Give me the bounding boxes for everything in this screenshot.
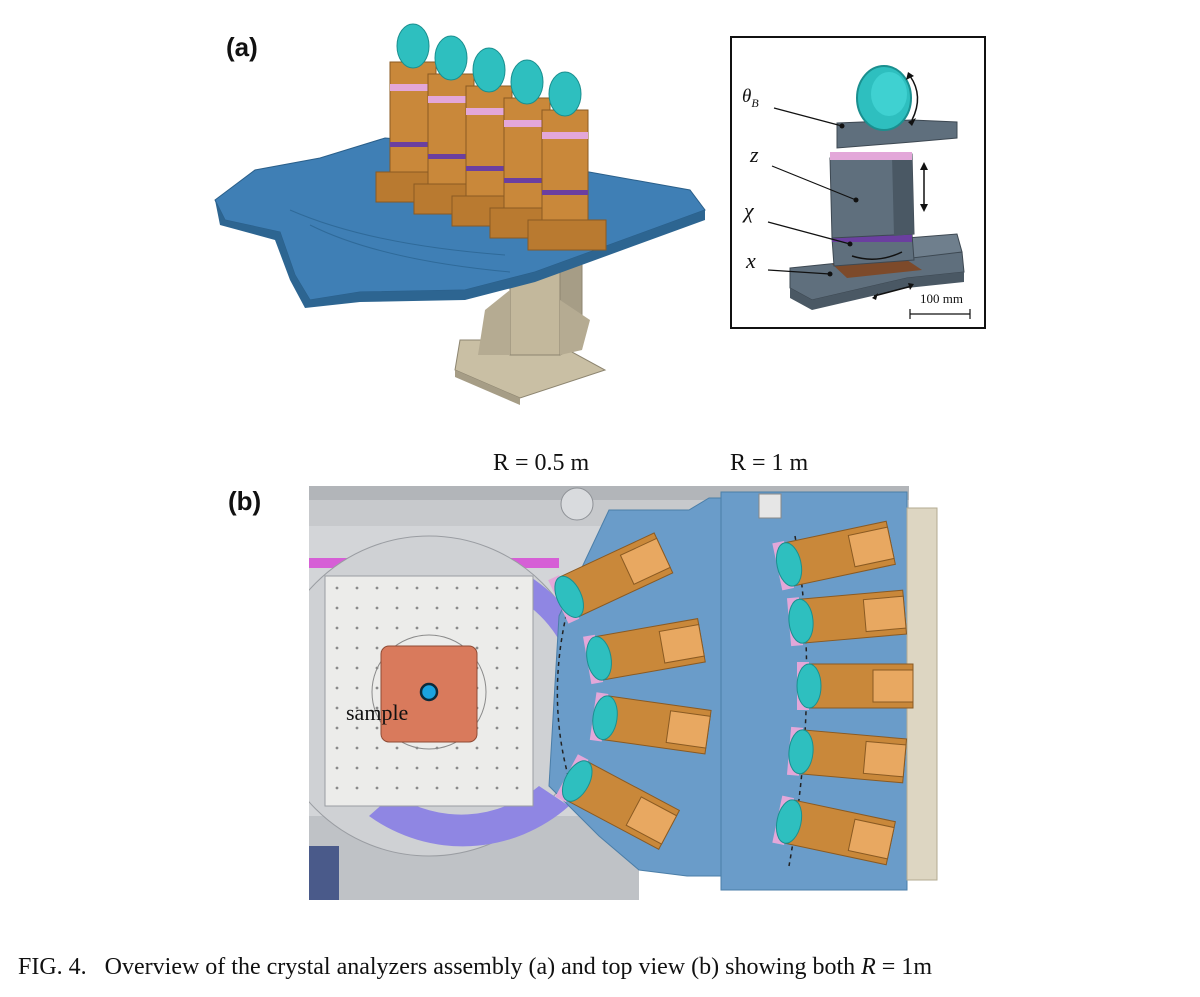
radius-half-meter-label: R = 0.5 m — [493, 450, 590, 476]
analyzer-unit-top — [786, 726, 908, 784]
caption-r-variable: R — [861, 954, 876, 980]
pedestal — [454, 237, 607, 405]
inset-analyzer-detail: θB z χ x 100 mm — [730, 36, 986, 329]
analyzer-unit-top — [796, 662, 914, 710]
caption-text: Overview of the crystal analyzers assemb… — [104, 954, 856, 980]
panel-a-label: (a) — [226, 32, 258, 62]
z-label: z — [750, 142, 759, 167]
theta-b-label: θB — [742, 86, 759, 110]
analyzer-unit-top — [583, 618, 706, 685]
caption-tail: = 1m — [875, 954, 932, 980]
chi-label: χ — [744, 198, 754, 223]
scale-bar-label: 100 mm — [920, 291, 963, 306]
figure-caption: FIG. 4. Overview of the crystal analyzer… — [18, 954, 932, 981]
x-label: x — [746, 248, 756, 273]
panel-b-label: (b) — [228, 486, 262, 516]
analyzer-unit — [527, 71, 607, 251]
analyzer-unit-top — [589, 692, 712, 755]
sample-dot — [419, 682, 439, 702]
analyzer-stack — [375, 23, 607, 251]
analyzer-unit-top — [548, 532, 674, 624]
inset-stage-render — [767, 65, 971, 319]
analyzer-unit-top — [772, 795, 896, 866]
radius-one-meter-label: R = 1 m — [730, 450, 809, 476]
analyzer-unit-top — [786, 589, 908, 647]
sample-label: sample — [346, 700, 409, 725]
analyzer-unit-top — [772, 520, 896, 591]
assembly-render — [214, 23, 706, 405]
top-view-render — [309, 486, 939, 900]
analyzer-unit-top — [555, 754, 681, 850]
caption-lead: FIG. 4. — [18, 954, 87, 980]
